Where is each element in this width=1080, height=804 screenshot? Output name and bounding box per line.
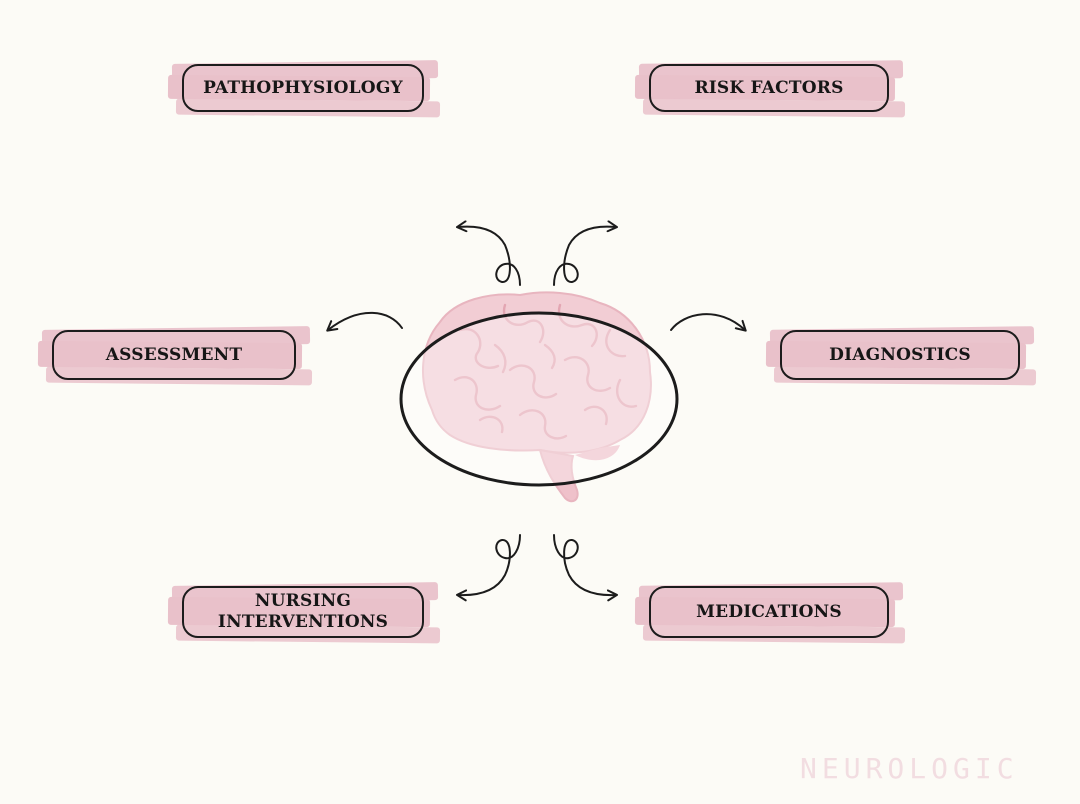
nursing-interventions-line-2: INTERVENTIONS [217, 612, 389, 632]
node-diagnostics: DIAGNOSTICS [765, 326, 1037, 386]
pathophysiology-label: PATHOPHYSIOLOGY [182, 64, 424, 112]
arrow-to-nursing-interventions [456, 534, 521, 602]
arrow-to-diagnostics [670, 313, 747, 332]
brain-icon [422, 291, 652, 503]
node-pathophysiology: PATHOPHYSIOLOGY [167, 60, 441, 118]
medications-label: MEDICATIONS [649, 586, 889, 638]
center-ellipse [399, 311, 679, 487]
node-medications: MEDICATIONS [634, 582, 906, 644]
diagnostics-label: DIAGNOSTICS [780, 330, 1020, 380]
node-nursing-interventions: NURSING INTERVENTIONS [167, 582, 441, 644]
arrow-to-pathophysiology [456, 220, 521, 286]
assessment-label: ASSESSMENT [52, 330, 296, 380]
arrow-to-risk-factors [553, 220, 618, 286]
node-risk-factors: RISK FACTORS [634, 60, 906, 118]
risk-factors-label: RISK FACTORS [649, 64, 889, 112]
node-assessment: ASSESSMENT [37, 326, 313, 386]
nursing-interventions-line-1: NURSING [254, 591, 352, 611]
nursing-interventions-label: NURSING INTERVENTIONS [182, 586, 424, 638]
watermark: NEUROLOGIC [800, 752, 1019, 785]
arrow-to-assessment [326, 311, 403, 332]
arrow-to-medications [553, 534, 618, 602]
